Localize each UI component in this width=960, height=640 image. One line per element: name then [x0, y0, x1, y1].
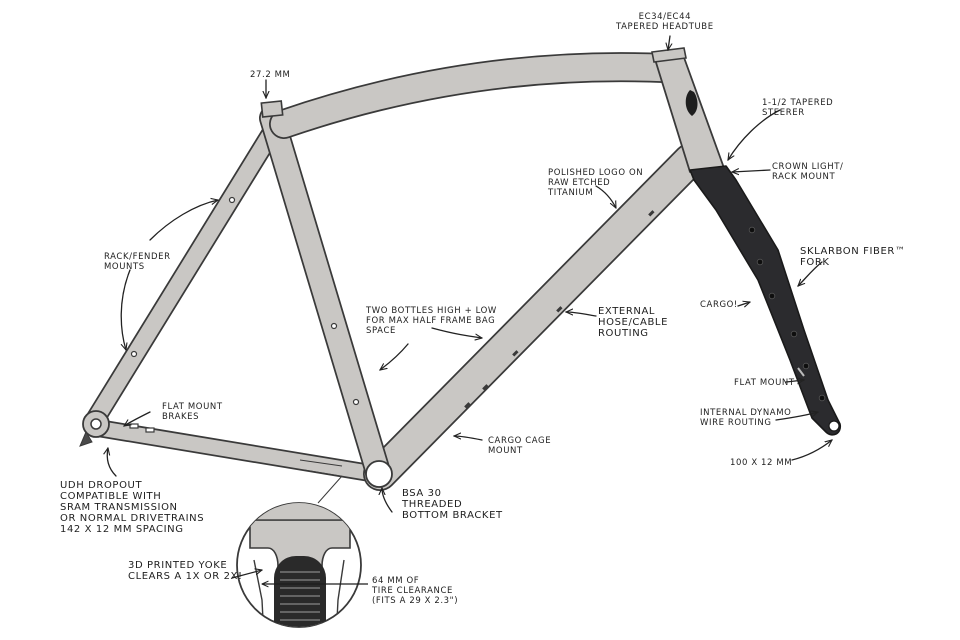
cargo-cage-label: CARGO CAGE MOUNT [488, 436, 552, 456]
head-tube-logo [685, 90, 698, 116]
clearance-label: 64 mm OF TIRE CLEARANCE (FITS A 29 X 2.3… [372, 576, 459, 606]
fork-dropout [828, 420, 840, 432]
clearance-inset [236, 475, 368, 628]
flatmount-brakes-label: FLAT MOUNT BRAKES [162, 402, 223, 422]
axle-label: 100 X 12 mm [730, 458, 793, 468]
rack-label: RACK/FENDER MOUNTS [104, 252, 171, 272]
bottom-bracket [365, 460, 393, 488]
fork-mounts [748, 226, 826, 402]
frame-mounts [129, 196, 360, 433]
fork-label: SKLARBON FIBER™ FORK [800, 246, 906, 268]
carbon-fork [689, 165, 842, 436]
frame [79, 47, 725, 491]
logo-label: POLISHED LOGO ON RAW ETCHED TITANIUM [548, 168, 644, 198]
hose-label: EXTERNAL HOSE/CABLE ROUTING [598, 306, 668, 339]
seatpost-label: 27.2 mm [250, 70, 291, 80]
cargo-bolts [464, 210, 655, 409]
bsa-label: BSA 30 THREADED BOTTOM BRACKET [402, 488, 503, 521]
crown-label: CROWN LIGHT/ RACK MOUNT [772, 162, 844, 182]
flatmount-fork-label: FLAT MOUNT [734, 378, 795, 388]
udh-label: UDH DROPOUT COMPATIBLE WITH SRAM TRANSMI… [60, 480, 205, 535]
udh-dropout [79, 410, 110, 447]
headtube-label: EC34/EC44 TAPERED HEADTUBE [616, 12, 714, 32]
seatpost-collar [260, 100, 284, 118]
bottles-label: TWO BOTTLES HIGH + LOW FOR MAX HALF FRAM… [366, 306, 497, 336]
tire [274, 556, 326, 627]
cargo-fork-label: CARGO! [700, 300, 738, 310]
dynamo-label: INTERNAL DYNAMO WIRE ROUTING [700, 408, 792, 428]
callout-arrows [107, 35, 832, 579]
yoke-label: 3D PRINTED YOKE CLEARS A 1X OR 2X! [128, 560, 243, 582]
steerer-label: 1-1/2 TAPERED STEERER [762, 98, 834, 118]
